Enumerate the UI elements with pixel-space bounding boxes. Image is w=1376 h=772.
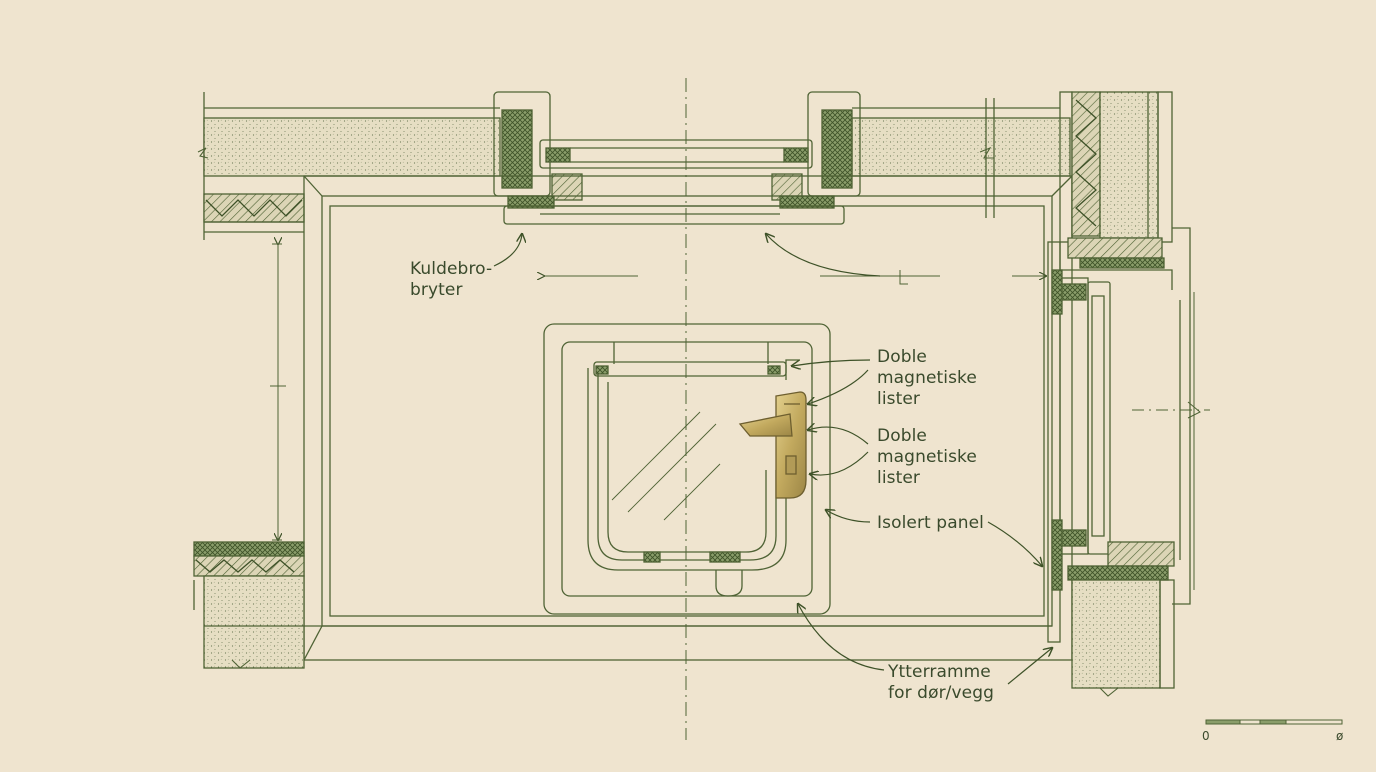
top-flap-section <box>493 91 861 225</box>
break-marks <box>197 146 1119 697</box>
right-wall-section <box>1047 91 1191 689</box>
top-wall-section <box>203 92 1071 240</box>
dimension-lines <box>270 244 1201 590</box>
label-thermal-break: Kuldebro- bryter <box>410 259 493 300</box>
label-magnetic-strips-lower: Doble magnetiske lister <box>877 426 977 488</box>
label-insulated-panel: Isolert panel <box>877 513 984 533</box>
scale-start-label: 0 <box>1202 729 1210 743</box>
left-lower-wall <box>193 541 305 669</box>
scale-bar <box>1205 719 1343 725</box>
magnetic-latch <box>738 391 807 499</box>
scale-end-label: ø <box>1336 729 1344 743</box>
outer-frame <box>303 175 1073 661</box>
label-magnetic-strips-upper: Doble magnetiske lister <box>877 347 977 409</box>
leader-lines <box>493 234 1052 685</box>
label-outer-frame: Ytterramme for dør/vegg <box>888 662 994 703</box>
